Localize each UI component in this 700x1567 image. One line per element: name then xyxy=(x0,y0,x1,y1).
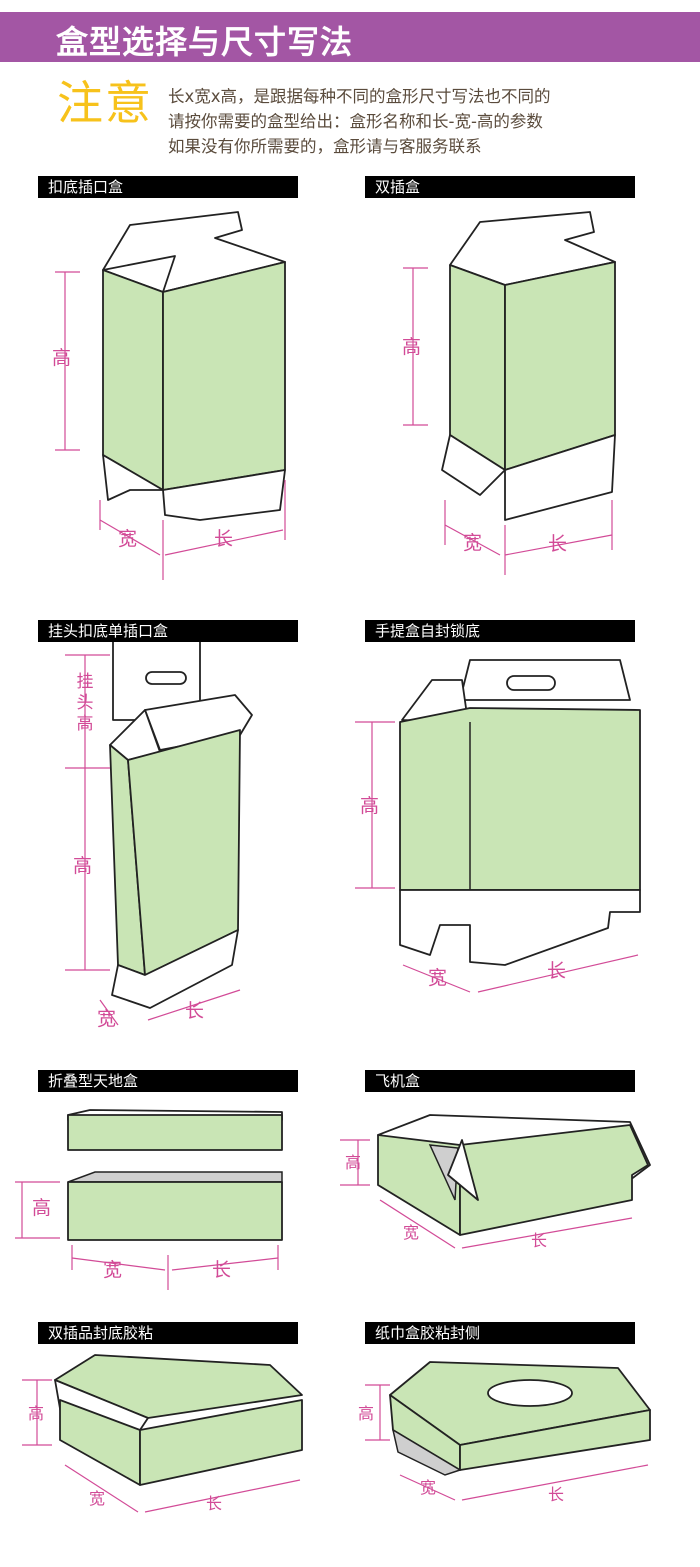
length-label: 长 xyxy=(548,533,568,555)
hanger-height-label: 挂 头 高 xyxy=(76,672,94,734)
panel-title: 纸巾盒胶粘封侧 xyxy=(365,1322,635,1344)
height-label: 高 xyxy=(402,336,422,358)
panel-title: 扣底插口盒 xyxy=(38,176,298,198)
width-label: 宽 xyxy=(463,532,483,554)
panel-title: 挂头扣底单插口盒 xyxy=(38,620,298,642)
box-diagram-tuck-bottom xyxy=(55,211,286,580)
box-diagram-lid-base xyxy=(15,1109,283,1290)
height-label: 高 xyxy=(52,347,72,369)
page-title: 盒型选择与尺寸写法 xyxy=(56,23,354,61)
height-label: 高 xyxy=(73,855,93,877)
width-label: 宽 xyxy=(118,528,138,550)
box-diagram-tissue-box xyxy=(365,1361,651,1501)
panel-title: 双插盒 xyxy=(365,176,635,198)
box-diagram-handle-lock-bottom xyxy=(355,659,641,993)
length-label: 长 xyxy=(185,1000,205,1022)
width-label: 宽 xyxy=(428,967,448,989)
note-label: 注意 xyxy=(57,76,153,130)
note-line: 请按你需要的盒型给出：盒形名称和长-宽-高的参数 xyxy=(168,112,543,131)
height-label: 高 xyxy=(28,1404,45,1423)
height-label: 高 xyxy=(358,1404,375,1423)
box-diagram-double-tuck-glued xyxy=(22,1354,303,1513)
length-label: 长 xyxy=(531,1231,548,1250)
box-diagram-hanger-tab xyxy=(65,639,253,1026)
length-label: 长 xyxy=(548,1485,565,1504)
height-label: 高 xyxy=(360,795,380,817)
width-label: 宽 xyxy=(403,1223,420,1242)
note-text: 长x宽x高，是跟据每种不同的盒形尺寸写法也不同的 请按你需要的盒型给出：盒形名称… xyxy=(168,84,551,159)
height-label: 高 xyxy=(32,1197,52,1219)
header-bar: 盒型选择与尺寸写法 xyxy=(0,12,700,62)
length-label: 长 xyxy=(547,960,567,982)
length-label: 长 xyxy=(206,1494,223,1513)
panel-title: 双插品封底胶粘 xyxy=(38,1322,298,1344)
width-label: 宽 xyxy=(103,1259,123,1281)
panel-title: 手提盒自封锁底 xyxy=(365,620,635,642)
panel-title: 折叠型天地盒 xyxy=(38,1070,298,1092)
note-line: 长x宽x高，是跟据每种不同的盒形尺寸写法也不同的 xyxy=(168,87,551,106)
width-label: 宽 xyxy=(97,1008,117,1030)
length-label: 长 xyxy=(214,528,234,550)
height-label: 高 xyxy=(345,1153,362,1172)
length-label: 长 xyxy=(212,1259,232,1281)
box-diagram-double-tuck xyxy=(403,211,616,575)
panel-title: 飞机盒 xyxy=(365,1070,635,1092)
width-label: 宽 xyxy=(89,1489,106,1508)
note-line: 如果没有你所需要的，盒形请与客服务联系 xyxy=(168,137,482,156)
width-label: 宽 xyxy=(420,1478,437,1497)
box-diagram-mailer xyxy=(340,1114,651,1249)
